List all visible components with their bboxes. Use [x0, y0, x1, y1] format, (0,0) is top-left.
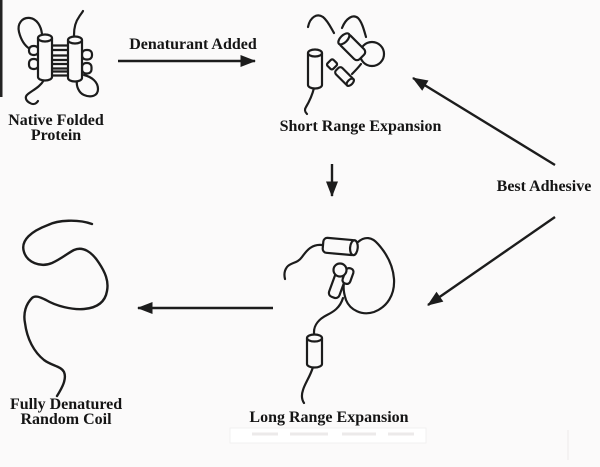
random-coil-sketch	[22, 219, 109, 398]
label-fully-denatured-line2: Random Coil	[20, 411, 112, 428]
label-native-folded-line2: Protein	[30, 127, 82, 144]
long-range-expansion-sketch	[283, 236, 396, 405]
label-native-folded-protein: Native Folded Protein	[4, 112, 108, 144]
short-range-expansion-sketch	[303, 14, 386, 116]
label-native-folded-line1: Native Folded	[8, 112, 104, 129]
label-fully-denatured-line1: Fully Denatured	[10, 396, 123, 413]
native-folded-protein-sketch	[17, 9, 100, 106]
arrow-adhesive-to-long	[427, 216, 556, 306]
ghost-artifact-box	[229, 427, 569, 460]
label-best-adhesive: Best Adhesive	[496, 178, 592, 195]
arrow-adhesive-to-short	[412, 76, 556, 167]
label-denaturant-added: Denaturant Added	[129, 36, 257, 53]
scan-edge-artifact	[0, 0, 3, 97]
label-long-range-expansion: Long Range Expansion	[249, 409, 409, 426]
label-short-range-expansion: Short Range Expansion	[279, 118, 442, 135]
label-fully-denatured-random-coil: Fully Denatured Random Coil	[10, 396, 123, 428]
